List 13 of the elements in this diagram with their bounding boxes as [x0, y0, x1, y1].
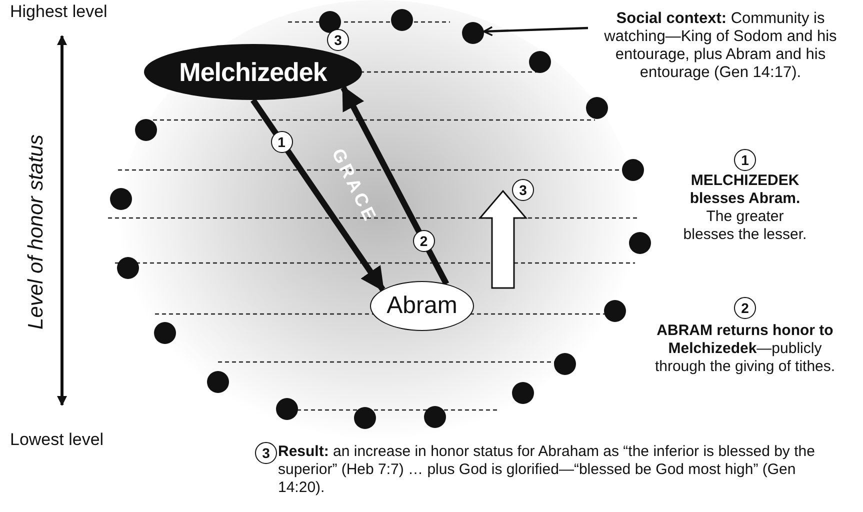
callout-number: 2	[734, 297, 756, 319]
explanation-text: Result: an increase in honor status for Abraham as “the inferior is blessed by the superior” (Heb 7:7) … plus God is glorified—“blessed be God most high” (Gen 14:20).	[278, 443, 816, 497]
arrow	[340, 86, 450, 286]
callout-number: 1	[734, 149, 756, 171]
explanation-text: ABRAM returns honor to Melchizedek—publicly through the giving of tithes.	[654, 322, 836, 376]
explanation-text: MELCHIZEDEK blesses Abram. The greater blesses the lesser.	[682, 172, 808, 244]
callout-number: 3	[255, 442, 277, 464]
level-label: Highest level	[10, 2, 108, 22]
axis-title: Level of honor status	[23, 134, 48, 330]
arrow	[250, 98, 386, 292]
arrow	[483, 26, 588, 36]
note-text: Social context: Community is watching—King of Sodom and his entourage, plus Abram and his entourage (Gen 14:17).	[588, 10, 853, 110]
level-label: Lowest level	[10, 430, 104, 450]
